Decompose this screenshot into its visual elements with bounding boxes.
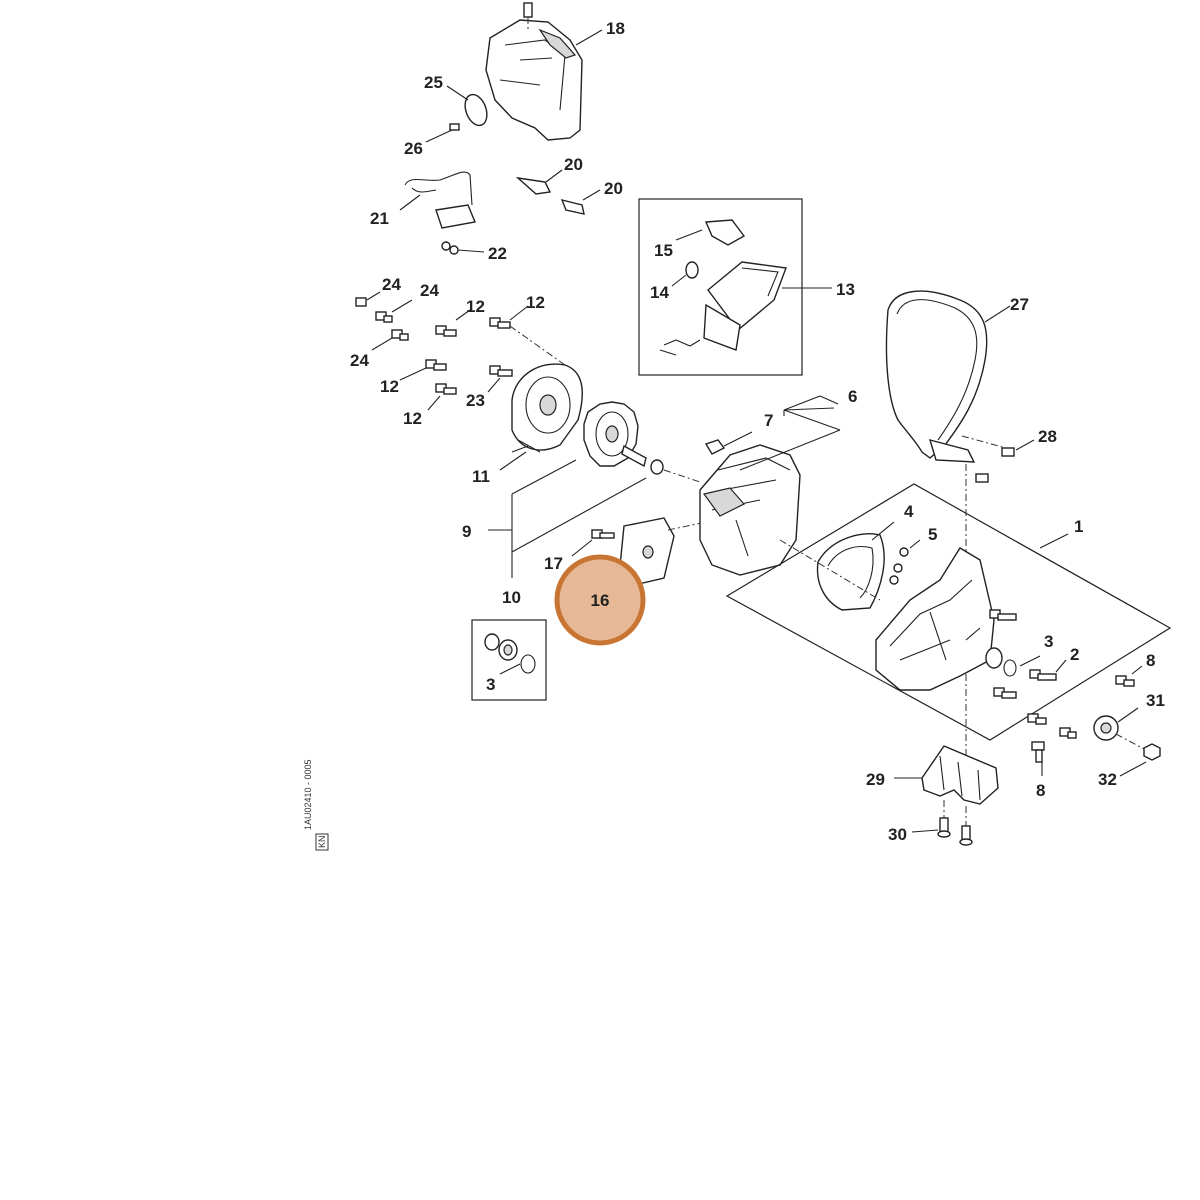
part-21-wiring-drawing [399,171,485,255]
label-part-26[interactable]: 26 [404,139,423,158]
part-17-screw-drawing [571,529,615,557]
label-part-7[interactable]: 7 [764,411,773,430]
label-part-28[interactable]: 28 [1038,427,1057,446]
label-part-12-a[interactable]: 12 [466,297,485,316]
part-10-bearing-box [471,619,547,701]
label-part-12-d[interactable]: 12 [403,409,422,428]
label-part-27[interactable]: 27 [1010,295,1029,314]
part-labels: 18 25 26 20 20 21 22 15 14 13 27 24 24 2… [350,19,1165,844]
label-part-12-c[interactable]: 12 [380,377,399,396]
highlight-circle [554,554,646,646]
label-part-15[interactable]: 15 [654,241,673,260]
part-27-handlebar-drawing [885,290,1035,760]
label-part-17[interactable]: 17 [544,554,563,573]
label-part-1[interactable]: 1 [1074,517,1083,536]
label-part-13[interactable]: 13 [836,280,855,299]
label-part-10[interactable]: 10 [502,588,521,607]
label-part-24-c[interactable]: 24 [350,351,369,370]
label-part-16[interactable]: 16 [591,591,610,610]
label-part-25[interactable]: 25 [424,73,443,92]
label-part-6[interactable]: 6 [848,387,857,406]
label-part-9[interactable]: 9 [462,522,471,541]
label-part-22[interactable]: 22 [488,244,507,263]
part-9-flywheel-drawing [488,401,701,578]
part-31-32-drawings [1031,707,1161,777]
label-part-8-b[interactable]: 8 [1036,781,1045,800]
label-part-3-b[interactable]: 3 [486,675,495,694]
label-part-18[interactable]: 18 [606,19,625,38]
drawing-code: KN 1AU02410 - 0005 [303,759,329,851]
label-part-11[interactable]: 11 [472,467,490,486]
label-part-5[interactable]: 5 [928,525,937,544]
label-part-12-b[interactable]: 12 [526,293,545,312]
part-29-bumper-drawing [894,745,999,846]
label-part-30[interactable]: 30 [888,825,907,844]
label-part-20-a[interactable]: 20 [564,155,583,174]
label-part-4[interactable]: 4 [904,502,914,521]
label-part-21[interactable]: 21 [370,209,389,228]
screws-12-24-drawings [355,291,573,411]
part-1-crankcase-drawing [725,483,1172,741]
label-part-3-a[interactable]: 3 [1044,632,1053,651]
label-part-20-b[interactable]: 20 [604,179,623,198]
part-6-cylinder-drawing [699,395,841,576]
label-part-14[interactable]: 14 [650,283,669,302]
part-18-housing-drawing [485,2,603,141]
highlight-callout-part-16[interactable]: 16 [554,554,646,646]
part-26-screw-drawing [425,123,460,143]
part-11-starter-drawing [499,363,583,471]
part-13-ignition-box [638,198,832,376]
drawing-code-box-text: KN [317,835,327,848]
label-part-31[interactable]: 31 [1146,691,1165,710]
label-part-29[interactable]: 29 [866,770,885,789]
label-part-8-a[interactable]: 8 [1146,651,1155,670]
label-part-24-a[interactable]: 24 [382,275,401,294]
part-20-drawings [515,169,601,215]
drawing-code-text: 1AU02410 - 0005 [303,759,313,830]
label-part-2[interactable]: 2 [1070,645,1079,664]
label-part-32[interactable]: 32 [1098,770,1117,789]
part-25-drawing [446,85,488,127]
label-part-24-b[interactable]: 24 [420,281,439,300]
label-part-23[interactable]: 23 [466,391,485,410]
